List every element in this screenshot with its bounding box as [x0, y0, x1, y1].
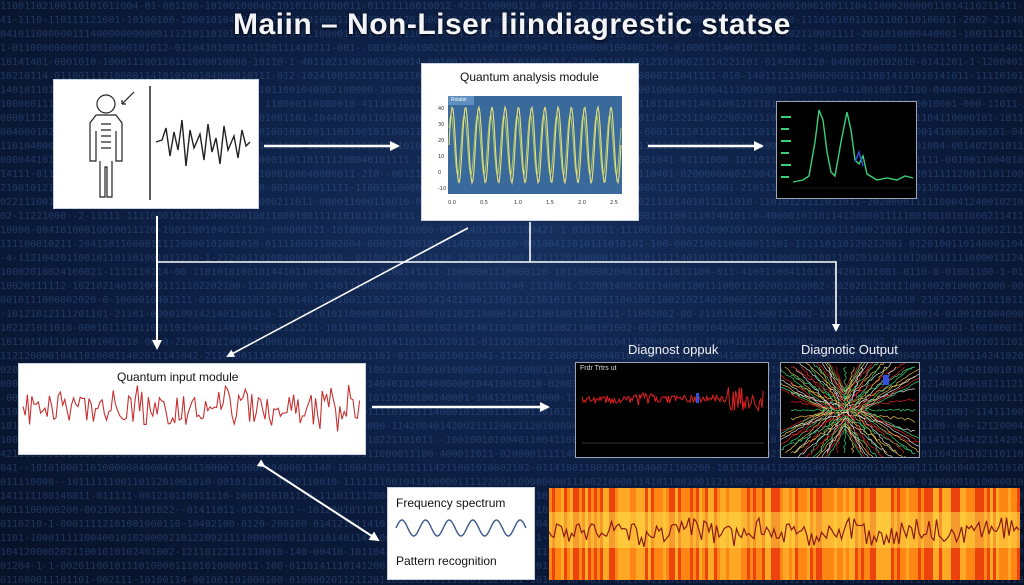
svg-text:30: 30 [438, 122, 444, 128]
input-wave [22, 384, 361, 432]
diag-right-trace-v [843, 366, 847, 454]
quantum-input-wave [22, 384, 361, 432]
diag-right-marker [883, 375, 889, 385]
diag-right-trace-v [826, 366, 844, 454]
diag-right-trace-h [790, 398, 916, 411]
diag-right-trace-v [861, 366, 932, 454]
pattern-recognition-label: Pattern recognition [396, 554, 497, 568]
diag-right-trace-v [862, 366, 939, 454]
svg-text:-10: -10 [438, 186, 446, 192]
diag-left-wave [581, 387, 764, 412]
svg-text:2.0: 2.0 [578, 200, 586, 206]
quantum-input-label: Quantum input module [117, 370, 239, 384]
quantum-analysis-chart: 40 30 20 10 0 -10 0.0 0.5 1.0 1.5 2.0 2.5 [438, 96, 622, 206]
diag-right-trace-h [790, 408, 916, 412]
patient-figure-icon [89, 86, 251, 200]
quantum-analysis-tag: Rstatst [451, 97, 467, 103]
patient-signal-panel [53, 79, 259, 209]
svg-text:10: 10 [438, 154, 444, 160]
connector-branch-right [157, 261, 840, 332]
svg-text:40: 40 [438, 106, 444, 112]
quantum-input-module: Quantum input module [18, 363, 366, 455]
diag-right-trace-v [859, 366, 923, 454]
frequency-spectrum-panel: Frequency spectrum Pattern recognition [387, 487, 535, 580]
arrow-input-to-spectrum [256, 459, 380, 542]
diag-left-marker [696, 393, 699, 403]
diag-right-trace-v [801, 366, 836, 454]
quantum-analysis-label: Quantum analysis module [460, 70, 599, 84]
diag-right-trace-v [818, 366, 841, 454]
frequency-spectrum-label: Frequency spectrum [396, 496, 506, 510]
diag-right-trace-v [759, 366, 830, 454]
diag-right-trace-v [852, 366, 888, 454]
svg-text:20: 20 [438, 138, 444, 144]
spectrum-heatmap [549, 488, 1020, 580]
diag-right-trace-h [790, 414, 916, 443]
diag-right-trace-h [790, 417, 916, 465]
svg-text:0.5: 0.5 [480, 200, 488, 206]
analysis-wave-primary [448, 104, 622, 186]
diag-right-trace-v [778, 366, 832, 454]
diag-left-label: Diagnost oppuk [628, 342, 719, 357]
diag-right-label: Diagnotic Output [801, 342, 898, 357]
diag-right-trace-v [857, 366, 914, 454]
arrow-analysis-to-input [226, 227, 469, 357]
patient-signal-wave [155, 119, 251, 167]
svg-text:2.5: 2.5 [610, 200, 618, 206]
svg-text:1.5: 1.5 [546, 200, 554, 206]
diag-right-trace-h [790, 410, 916, 423]
diag-right-trace-h [790, 366, 916, 405]
diag-right-trace-v [846, 366, 864, 454]
page-title: Maiin – Non-Liser liindiagrestic statse [233, 8, 791, 41]
svg-text:0.0: 0.0 [448, 200, 456, 206]
signal-monitor-panel [776, 101, 917, 199]
signal-monitor-chart [781, 109, 914, 189]
spectrum-sine [395, 519, 527, 537]
heatmap-signal [549, 516, 1020, 547]
frequency-spectrum-wave [395, 519, 527, 537]
spectrum-heatmap-art [549, 488, 1020, 580]
diag-left-tag: Frdr Trtrs ut [580, 365, 617, 372]
diag-right-trace-v [767, 366, 831, 454]
quantum-analysis-module: Quantum analysis module 40 30 20 10 0 -10 0.… [421, 63, 639, 221]
svg-text:1.0: 1.0 [514, 200, 522, 206]
diag-left-panel: Frdr Trtrs ut [575, 362, 769, 458]
svg-text:0: 0 [438, 170, 441, 176]
diag-right-trace-v [850, 366, 881, 454]
diag-right-trace-v [810, 366, 839, 454]
diag-left-chart [581, 387, 764, 444]
diag-right-trace-v [853, 366, 897, 454]
